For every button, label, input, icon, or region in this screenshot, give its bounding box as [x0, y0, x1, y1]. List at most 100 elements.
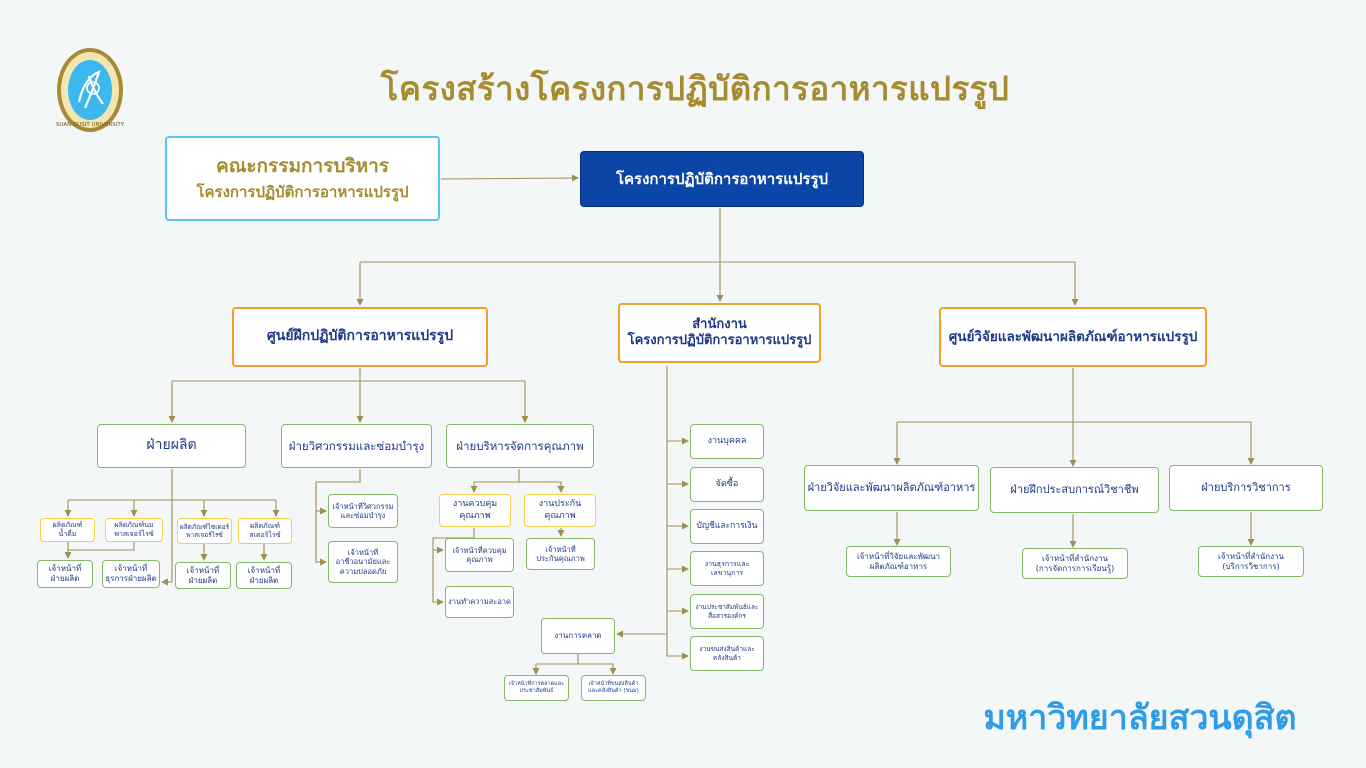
qa-work-line1: งานประกัน [538, 499, 582, 510]
staff-rnd-line1: เจ้าหน้าที่วิจัยและพัฒนา [856, 551, 941, 561]
staff-office-learning-box: เจ้าหน้าที่สำนักงาน (การจัดการการเรียนรู… [1022, 548, 1128, 579]
admin-work-box: งานธุรการและ เลขานุการ [690, 551, 764, 586]
staff-prod-1-line1: เจ้าหน้าที่ [48, 564, 82, 573]
logistics-box: งานขนส่งสินค้าและ คลังสินค้า [690, 636, 764, 671]
staff-prod-3-line2: ฝ่ายผลิต [249, 575, 279, 585]
staff-office-academic-line2: (บริการวิชาการ) [1222, 561, 1280, 571]
qa-work-line2: คุณภาพ [544, 510, 576, 521]
office-line2: โครงการปฏิบัติการอาหารแปรรูป [627, 333, 812, 348]
academic-service-dept-box: ฝ่ายบริการวิชาการ [1169, 465, 1323, 511]
marketing-box: งานการตลาด [541, 618, 615, 654]
staff-prod-1-box: เจ้าหน้าที่ ฝ่ายผลิต [37, 560, 93, 588]
staff-safety-line3: ความปลอดภัย [339, 566, 387, 576]
staff-rnd-line2: ผลิตภัณฑ์อาหาร [869, 561, 928, 571]
office-line1: สำนักงาน [692, 316, 747, 332]
logistics-line1: งานขนส่งสินค้าและ [699, 645, 755, 654]
university-seal-icon: SUAN DUSIT UNIVERSITY [56, 48, 125, 132]
staff-prod-2-box: เจ้าหน้าที่ ฝ่ายผลิต [175, 562, 231, 589]
cleaning-work-label: งานทำความสะอาด [448, 597, 511, 607]
prod-sterile-box: ผลิตภัณฑ์ สเตอริไรซ์ [238, 518, 292, 544]
experience-dept-label: ฝ่ายฝึกประสบการณ์วิชาชีพ [1010, 483, 1139, 497]
staff-admin-prod-line1: เจ้าหน้าที่ [114, 564, 148, 573]
staff-office-academic-line1: เจ้าหน้าที่สำนักงาน [1218, 551, 1284, 561]
logistics-line2: คลังสินค้า [713, 653, 741, 662]
engineering-dept-label: ฝ่ายวิศวกรรมและซ่อมบำรุง [288, 438, 425, 453]
staff-qc-line1: เจ้าหน้าที่ควบคุม [452, 545, 507, 555]
prod-fruit-line1: ผลิตภัณฑ์ไซเดอร์ [179, 522, 230, 531]
staff-engineering-line1: เจ้าหน้าที่วิศวกรรม [332, 501, 394, 511]
qc-work-line1: งานควบคุม [452, 499, 498, 510]
project-box: โครงการปฏิบัติการอาหารแปรรูป [580, 151, 864, 207]
pr-work-box: งานประชาสัมพันธ์และ สื่อสารองค์กร [690, 594, 764, 629]
prod-drinks-line2: น้ำดื่ม [58, 530, 77, 538]
committee-line2: โครงการปฏิบัติการอาหารแปรรูป [196, 183, 409, 201]
staff-prod-2-line2: ฝ่ายผลิต [188, 575, 218, 585]
pr-work-line1: งานประชาสัมพันธ์และ [695, 603, 759, 612]
pr-work-line2: สื่อสารองค์กร [708, 611, 746, 620]
staff-engineering-box: เจ้าหน้าที่วิศวกรรม และซ่อมบำรุง [328, 494, 398, 528]
production-dept-label: ฝ่ายผลิต [146, 437, 197, 454]
prod-sterile-line2: สเตอริไรซ์ [249, 531, 281, 539]
personnel-box: งานบุคคล [690, 424, 764, 459]
committee-box: คณะกรรมการบริหาร โครงการปฏิบัติการอาหารแ… [165, 136, 440, 221]
staff-engineering-line2: และซ่อมบำรุง [340, 511, 386, 520]
page-title: โครงสร้างโครงการปฏิบัติการอาหารแปรรูป [380, 69, 1010, 108]
staff-prod-3-line1: เจ้าหน้าที่ [247, 565, 281, 575]
staff-safety-line1: เจ้าหน้าที่ [347, 547, 379, 557]
prod-milk-line1: ผลิตภัณฑ์นม [114, 521, 154, 530]
staff-safety-box: เจ้าหน้าที่ อาชีวอนามัยและ ความปลอดภัย [328, 541, 398, 583]
staff-prod-2-line1: เจ้าหน้าที่ [186, 565, 220, 575]
staff-qa-line2: ประกันคุณภาพ [536, 554, 585, 563]
experience-dept-box: ฝ่ายฝึกประสบการณ์วิชาชีพ [990, 467, 1159, 513]
personnel-label: งานบุคคล [707, 435, 747, 446]
procurement-label: จัดซื้อ [715, 478, 739, 489]
engineering-dept-box: ฝ่ายวิศวกรรมและซ่อมบำรุง [281, 424, 432, 468]
prod-fruit-box: ผลิตภัณฑ์ไซเดอร์ พาสเจอร์ไรซ์ [177, 518, 232, 544]
marketing-label: งานการตลาด [554, 631, 602, 640]
staff-admin-prod-line2: ธุรการฝ่ายผลิต [105, 574, 157, 583]
staff-office-academic-box: เจ้าหน้าที่สำนักงาน (บริการวิชาการ) [1198, 546, 1304, 577]
staff-admin-prod-box: เจ้าหน้าที่ ธุรการฝ่ายผลิต [102, 560, 160, 588]
accounting-box: บัญชีและการเงิน [690, 509, 764, 544]
admin-work-line2: เลขานุการ [710, 568, 744, 577]
qc-work-box: งานควบคุม คุณภาพ [439, 494, 511, 527]
staff-office-learning-line2: (การจัดการการเรียนรู้) [1035, 563, 1115, 573]
prod-drinks-box: ผลิตภัณฑ์ น้ำดื่ม [40, 518, 95, 542]
training-center-box: ศูนย์ฝึกปฏิบัติการอาหารแปรรูป [232, 307, 488, 367]
staff-marketing-line2: ประชาสัมพันธ์ [519, 688, 554, 694]
committee-line1: คณะกรรมการบริหาร [215, 155, 390, 178]
rnd-center-label: ศูนย์วิจัยและพัฒนาผลิตภัณฑ์อาหารแปรรูป [948, 328, 1198, 345]
staff-logistics-box: เจ้าหน้าที่ขนส่งสินค้า และคลังสินค้า (ขน… [581, 675, 646, 701]
staff-qa-box: เจ้าหน้าที่ ประกันคุณภาพ [526, 538, 595, 570]
staff-office-learning-line1: เจ้าหน้าที่สำนักงาน [1042, 553, 1108, 563]
staff-safety-line2: อาชีวอนามัยและ [335, 557, 391, 567]
rnd-dept-label: ฝ่ายวิจัยและพัฒนาผลิตภัณฑ์อาหาร [807, 481, 976, 495]
qc-work-line2: คุณภาพ [459, 510, 491, 521]
prod-fruit-line2: พาสเจอร์ไรซ์ [186, 531, 223, 539]
rnd-dept-box: ฝ่ายวิจัยและพัฒนาผลิตภัณฑ์อาหาร [804, 465, 979, 511]
prod-milk-line2: พาสเจอร์ไรซ์ [114, 530, 154, 538]
prod-sterile-line1: ผลิตภัณฑ์ [250, 522, 280, 531]
logo-text: SUAN DUSIT UNIVERSITY [56, 122, 125, 128]
university-name: มหาวิทยาลัยสวนดุสิต [983, 698, 1297, 738]
staff-logistics-line2: และคลังสินค้า (ขนม) [588, 688, 639, 694]
academic-service-dept-label: ฝ่ายบริการวิชาการ [1201, 481, 1291, 495]
prod-drinks-line1: ผลิตภัณฑ์ [52, 521, 83, 530]
quality-mgmt-dept-label: ฝ่ายบริหารจัดการคุณภาพ [456, 438, 584, 453]
production-dept-box: ฝ่ายผลิต [97, 424, 246, 468]
cleaning-work-box: งานทำความสะอาด [445, 586, 514, 618]
staff-rnd-box: เจ้าหน้าที่วิจัยและพัฒนา ผลิตภัณฑ์อาหาร [846, 546, 951, 577]
quality-mgmt-dept-box: ฝ่ายบริหารจัดการคุณภาพ [446, 424, 594, 468]
training-center-label: ศูนย์ฝึกปฏิบัติการอาหารแปรรูป [266, 328, 454, 345]
staff-logistics-line1: เจ้าหน้าที่ขนส่งสินค้า [588, 681, 639, 688]
staff-qa-line1: เจ้าหน้าที่ [545, 544, 576, 554]
qa-work-box: งานประกัน คุณภาพ [524, 494, 596, 527]
staff-qc-line2: คุณภาพ [466, 555, 493, 564]
staff-prod-3-box: เจ้าหน้าที่ ฝ่ายผลิต [236, 562, 292, 589]
project-label: โครงการปฏิบัติการอาหารแปรรูป [615, 169, 829, 188]
prod-milk-box: ผลิตภัณฑ์นม พาสเจอร์ไรซ์ [105, 518, 163, 542]
admin-work-line1: งานธุรการและ [704, 559, 750, 568]
procurement-box: จัดซื้อ [690, 467, 764, 502]
staff-marketing-line1: เจ้าหน้าที่การตลาดและ [508, 681, 565, 688]
